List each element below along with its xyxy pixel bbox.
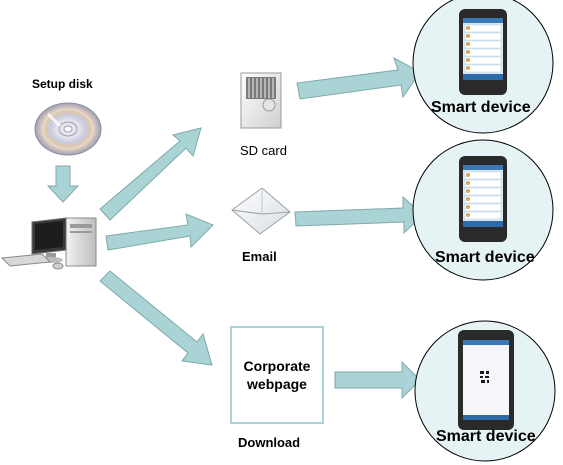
corporate-webpage-line1: Corporate (243, 358, 311, 374)
smartphone-icon (458, 330, 514, 430)
arrow-computer-to-email (105, 213, 214, 251)
sd-card-label: SD card (240, 143, 287, 158)
smart-device-label-2: Smart device (435, 249, 535, 266)
sd-card-icon (240, 72, 282, 129)
envelope-icon (231, 187, 291, 235)
smartphone-icon (459, 156, 507, 242)
arrow-email-to-phone2 (294, 195, 424, 235)
smart-device-label-1: Smart device (431, 99, 531, 116)
arrow-sdcard-to-phone1 (296, 56, 421, 100)
desktop-computer-icon (0, 217, 97, 270)
setup-disk-label: Setup disk (32, 77, 93, 91)
arrows (46, 56, 424, 400)
smart-device-1-group (412, 0, 554, 134)
email-label: Email (242, 249, 277, 264)
arrow-computer-to-download (99, 270, 213, 366)
smart-device-2-group (412, 139, 554, 281)
download-label: Download (238, 435, 301, 450)
smart-device-label-3: Smart device (436, 428, 536, 445)
smart-device-3-group (414, 320, 556, 462)
arrow-computer-to-sdcard (99, 127, 202, 221)
arrow-disk-to-computer (46, 165, 80, 203)
corporate-webpage-line2: webpage (247, 376, 307, 392)
corporate-webpage-box[interactable]: Corporate webpage (230, 326, 324, 424)
arrow-webpage-to-phone3 (334, 360, 421, 400)
smartphone-icon (459, 9, 507, 95)
qr-code-icon (480, 371, 489, 383)
cd-disc-icon (34, 102, 102, 156)
